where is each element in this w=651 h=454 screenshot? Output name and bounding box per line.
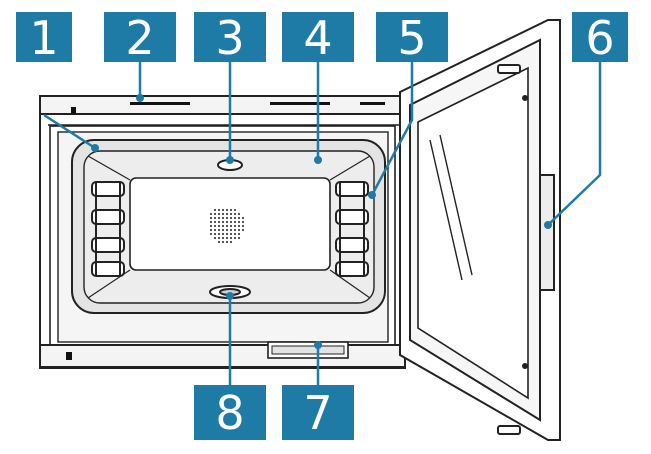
- grille-dot: [237, 224, 241, 228]
- grille-dot: [217, 220, 221, 224]
- grille-dot: [237, 232, 241, 236]
- grille-dot: [229, 220, 233, 224]
- grille-dot: [221, 208, 225, 212]
- grille-dot: [229, 212, 233, 216]
- callout-8-label: 8: [215, 386, 244, 440]
- grille-dot: [221, 236, 225, 240]
- grille-dot: [209, 228, 213, 232]
- grille-dot: [229, 228, 233, 232]
- grille-dot: [221, 228, 225, 232]
- callout-4-label: 4: [303, 11, 332, 65]
- callout-5: 5: [376, 11, 448, 65]
- grille-dot: [217, 232, 221, 236]
- grille-dot: [237, 220, 241, 224]
- callout-2: 2: [104, 11, 176, 65]
- grille-dot: [225, 232, 229, 236]
- grille-dot: [241, 224, 245, 228]
- grille-dot: [233, 236, 237, 240]
- grille-dot: [225, 236, 229, 240]
- grille-dot: [209, 212, 213, 216]
- grille-dot: [221, 220, 225, 224]
- grille-dot: [209, 220, 213, 224]
- grille-dot: [213, 208, 217, 212]
- callout-7-label: 7: [303, 386, 332, 440]
- grille-dot: [217, 208, 221, 212]
- grille-dot: [225, 240, 229, 244]
- grille-dot: [229, 208, 233, 212]
- grille-dot: [225, 216, 229, 220]
- grille-dot: [213, 212, 217, 216]
- grille-dot: [225, 224, 229, 228]
- grille-dot: [225, 212, 229, 216]
- grille-dot: [221, 232, 225, 236]
- grille-dot: [221, 240, 225, 244]
- grille-dot: [241, 216, 245, 220]
- grille-dot: [241, 220, 245, 224]
- grille-dot: [209, 232, 213, 236]
- grille-dot: [217, 212, 221, 216]
- left-shelf-rails: [91, 181, 125, 277]
- oven-cavity: [71, 139, 386, 314]
- grille-dot: [213, 220, 217, 224]
- grille-dot: [213, 224, 217, 228]
- grille-dot: [237, 236, 241, 240]
- grille-dot: [229, 216, 233, 220]
- grille-dot: [229, 224, 233, 228]
- grille-dot: [233, 224, 237, 228]
- grille-dot: [225, 228, 229, 232]
- grille-dot: [233, 208, 237, 212]
- grille-dot: [217, 236, 221, 240]
- grille-dot: [241, 228, 245, 232]
- grille-dot: [209, 216, 213, 220]
- leader-lines: [43, 62, 602, 385]
- grille-dot: [233, 220, 237, 224]
- grille-dot: [225, 208, 229, 212]
- callout-6-label: 6: [585, 11, 614, 65]
- callout-5-label: 5: [397, 11, 426, 65]
- fan-grille: [209, 208, 245, 244]
- grille-dot: [213, 216, 217, 220]
- oven-door: [399, 19, 561, 441]
- grille-dot: [229, 236, 233, 240]
- panel-markers: [66, 102, 385, 360]
- grille-dot: [217, 228, 221, 232]
- grille-dot: [217, 216, 221, 220]
- callout-8: 8: [194, 385, 266, 440]
- grille-dot: [217, 240, 221, 244]
- grille-dot: [225, 220, 229, 224]
- callout-6: 6: [572, 11, 628, 65]
- grille-dot: [221, 216, 225, 220]
- grille-dot: [213, 228, 217, 232]
- right-shelf-rails: [335, 181, 369, 277]
- grille-dot: [233, 212, 237, 216]
- grille-dot: [217, 224, 221, 228]
- grille-dot: [233, 216, 237, 220]
- callout-3: 3: [194, 11, 266, 65]
- callout-3-label: 3: [215, 11, 244, 65]
- grille-dot: [213, 232, 217, 236]
- callout-2-label: 2: [125, 11, 154, 65]
- grille-dot: [221, 212, 225, 216]
- callout-1-label: 1: [29, 11, 58, 65]
- grille-dot: [233, 232, 237, 236]
- callout-4: 4: [282, 11, 354, 65]
- grille-dot: [233, 228, 237, 232]
- grille-dot: [221, 224, 225, 228]
- callout-1: 1: [16, 11, 72, 65]
- grille-dot: [213, 236, 217, 240]
- callout-7: 7: [282, 385, 354, 440]
- grille-dot: [229, 232, 233, 236]
- grille-dot: [229, 240, 233, 244]
- grille-dot: [237, 228, 241, 232]
- grille-dot: [237, 212, 241, 216]
- grille-dot: [237, 216, 241, 220]
- grille-dot: [209, 224, 213, 228]
